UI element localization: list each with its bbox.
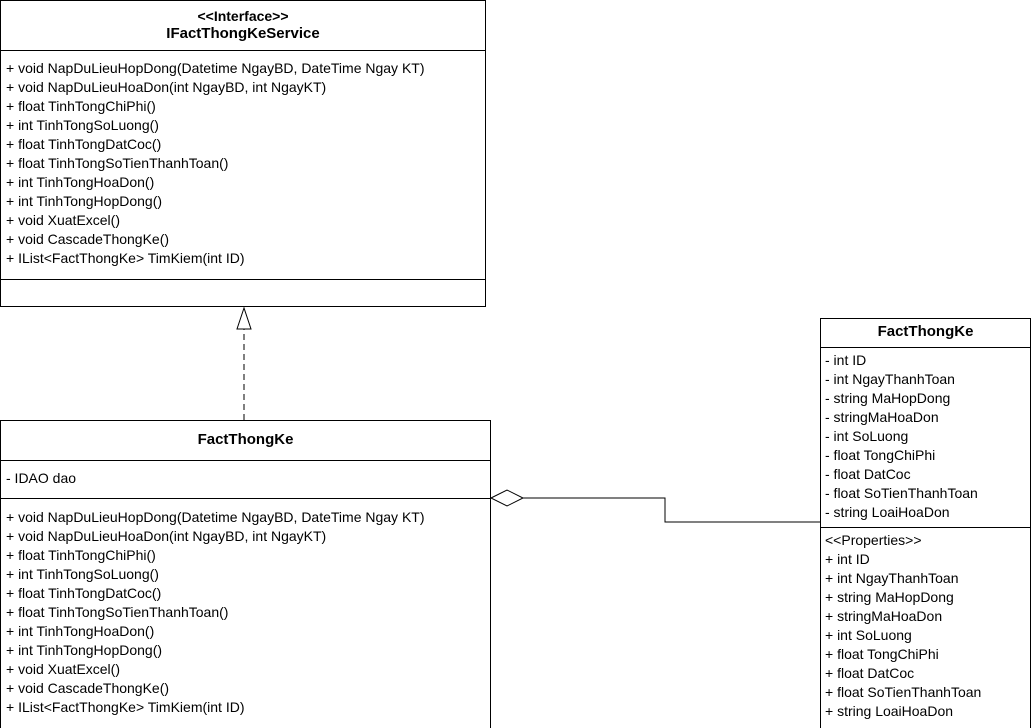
property-line: + string MaHopDong bbox=[825, 589, 954, 605]
attribute-line: - stringMaHoaDon bbox=[825, 409, 939, 425]
attribute-line: - int NgayThanhToan bbox=[825, 371, 955, 387]
interface-class-box[interactable]: <<Interface>> IFactThongKeService + void… bbox=[0, 0, 486, 307]
operation-line: + int TinhTongHopDong() bbox=[6, 193, 163, 209]
service-class-header: FactThongKe bbox=[1, 421, 490, 461]
operation-line: + float TinhTongChiPhi() bbox=[6, 547, 156, 563]
entity-attributes: - int ID - int NgayThanhToan - string Ma… bbox=[821, 348, 1030, 528]
service-class-name: FactThongKe bbox=[197, 431, 294, 448]
interface-class-name: IFactThongKeService bbox=[166, 25, 320, 42]
entity-class-header: FactThongKe bbox=[821, 319, 1030, 348]
attribute-line: - int ID bbox=[825, 352, 867, 368]
attribute-line: - string LoaiHoaDon bbox=[825, 504, 950, 520]
operation-line: + int TinhTongHoaDon() bbox=[6, 174, 155, 190]
operation-line: + int TinhTongHoaDon() bbox=[6, 623, 155, 639]
aggregation-diamond-icon bbox=[489, 489, 525, 507]
entity-class-box[interactable]: FactThongKe - int ID - int NgayThanhToan… bbox=[820, 318, 1031, 728]
operation-line: + float TinhTongDatCoc() bbox=[6, 136, 162, 152]
operation-line: + float TinhTongSoTienThanhToan() bbox=[6, 155, 229, 171]
interface-class-header: <<Interface>> IFactThongKeService bbox=[1, 1, 485, 51]
operation-line: + void CascadeThongKe() bbox=[6, 680, 170, 696]
operation-line: + void XuatExcel() bbox=[6, 212, 120, 228]
attribute-line: - int SoLuong bbox=[825, 428, 909, 444]
property-line: + int SoLuong bbox=[825, 627, 912, 643]
attribute-line: - string MaHopDong bbox=[825, 390, 951, 406]
entity-properties: <<Properties>> + int ID + int NgayThanhT… bbox=[821, 528, 1030, 721]
operation-line: + int TinhTongHopDong() bbox=[6, 642, 163, 658]
operation-line: + void CascadeThongKe() bbox=[6, 231, 170, 247]
attribute-line: - IDAO dao bbox=[6, 470, 77, 486]
operation-line: + IList<FactThongKe> TimKiem(int ID) bbox=[6, 699, 245, 715]
realization-arrowhead-icon bbox=[236, 306, 252, 330]
attribute-line: - float SoTienThanhToan bbox=[825, 485, 978, 501]
aggregation-line[interactable] bbox=[523, 497, 820, 523]
property-line: + string LoaiHoaDon bbox=[825, 703, 954, 719]
property-line: + int ID bbox=[825, 551, 870, 567]
operation-line: + void XuatExcel() bbox=[6, 661, 120, 677]
attribute-line: - float TongChiPhi bbox=[825, 447, 936, 463]
service-operations: + void NapDuLieuHopDong(Datetime NgayBD,… bbox=[1, 499, 490, 717]
operation-line: + float TinhTongChiPhi() bbox=[6, 98, 156, 114]
property-line: + float TongChiPhi bbox=[825, 646, 939, 662]
property-line: + float SoTienThanhToan bbox=[825, 684, 982, 700]
service-class-box[interactable]: FactThongKe - IDAO dao + void NapDuLieuH… bbox=[0, 420, 491, 728]
attribute-line: - float DatCoc bbox=[825, 466, 911, 482]
property-line: + stringMaHoaDon bbox=[825, 608, 943, 624]
operation-line: + void NapDuLieuHopDong(Datetime NgayBD,… bbox=[6, 60, 425, 76]
interface-stereotype: <<Interface>> bbox=[197, 8, 289, 24]
property-line: + float DatCoc bbox=[825, 665, 915, 681]
operation-line: + float TinhTongSoTienThanhToan() bbox=[6, 604, 229, 620]
operation-line: + void NapDuLieuHoaDon(int NgayBD, int N… bbox=[6, 528, 327, 544]
operation-line: + float TinhTongDatCoc() bbox=[6, 585, 162, 601]
service-attributes: - IDAO dao bbox=[1, 461, 490, 499]
properties-stereotype: <<Properties>> bbox=[825, 532, 922, 548]
operation-line: + void NapDuLieuHopDong(Datetime NgayBD,… bbox=[6, 509, 425, 525]
property-line: + int NgayThanhToan bbox=[825, 570, 959, 586]
operation-line: + IList<FactThongKe> TimKiem(int ID) bbox=[6, 250, 245, 266]
operation-line: + int TinhTongSoLuong() bbox=[6, 117, 159, 133]
operation-line: + void NapDuLieuHoaDon(int NgayBD, int N… bbox=[6, 79, 327, 95]
entity-class-name: FactThongKe bbox=[877, 323, 974, 340]
operation-line: + int TinhTongSoLuong() bbox=[6, 566, 159, 582]
interface-operations: + void NapDuLieuHopDong(Datetime NgayBD,… bbox=[1, 51, 485, 280]
